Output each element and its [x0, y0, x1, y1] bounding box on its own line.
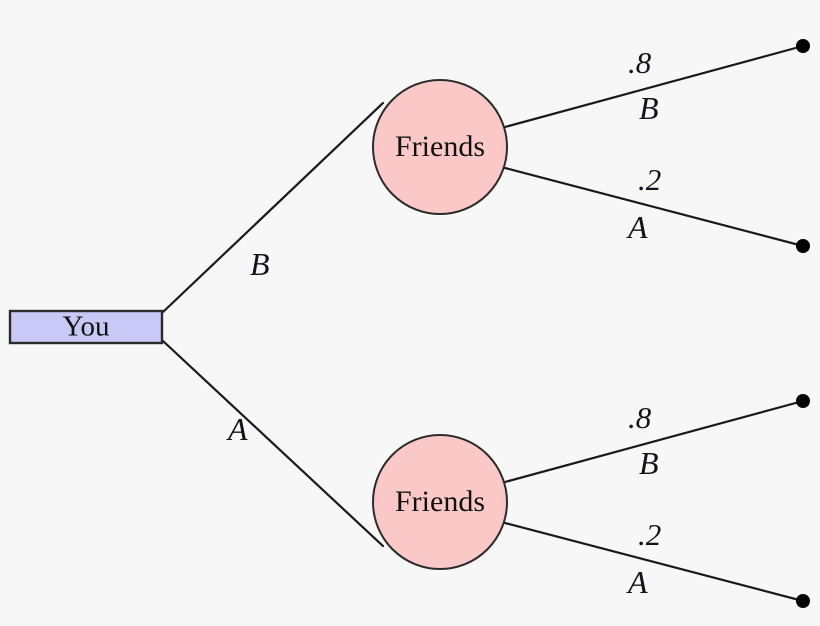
edge-label-upper-bottom-probability: .2	[638, 162, 662, 197]
chance-node-friends-lower[interactable]	[372, 434, 508, 570]
edge-label-lower-bottom-probability: .2	[638, 517, 662, 552]
edge-upper-friends-to-terminal-2	[503, 166, 805, 248]
decision-node-you[interactable]	[8, 309, 164, 345]
edge-label-upper-bottom-action: A	[628, 209, 648, 245]
edge-root-to-lower-friends	[161, 339, 385, 548]
edge-label-lower-top-probability: .8	[628, 400, 652, 435]
edge-lower-friends-to-terminal-3	[503, 399, 805, 484]
chance-node-friends-upper-label: Friends	[395, 130, 485, 163]
edge-label-upper-top-probability: .8	[628, 45, 652, 80]
edge-upper-friends-to-terminal-1	[503, 44, 805, 129]
terminal-node-2[interactable]	[796, 239, 810, 253]
edge-label-lower-bottom-action: A	[628, 564, 648, 600]
edge-lower-friends-to-terminal-4	[503, 521, 805, 603]
chance-node-friends-upper[interactable]	[372, 79, 508, 215]
edge-label-upper-top-action: B	[639, 90, 659, 126]
chance-node-friends-lower-label: Friends	[395, 485, 485, 518]
edge-label-lower-top-action: B	[639, 445, 659, 481]
edge-label-root-lower-action: A	[228, 411, 248, 447]
terminal-node-1[interactable]	[796, 39, 810, 53]
terminal-node-3[interactable]	[796, 394, 810, 408]
terminal-node-4[interactable]	[796, 594, 810, 608]
edge-label-root-upper-action: B	[250, 246, 270, 282]
edge-root-to-upper-friends	[161, 101, 385, 314]
decision-node-you-label: You	[62, 311, 109, 343]
